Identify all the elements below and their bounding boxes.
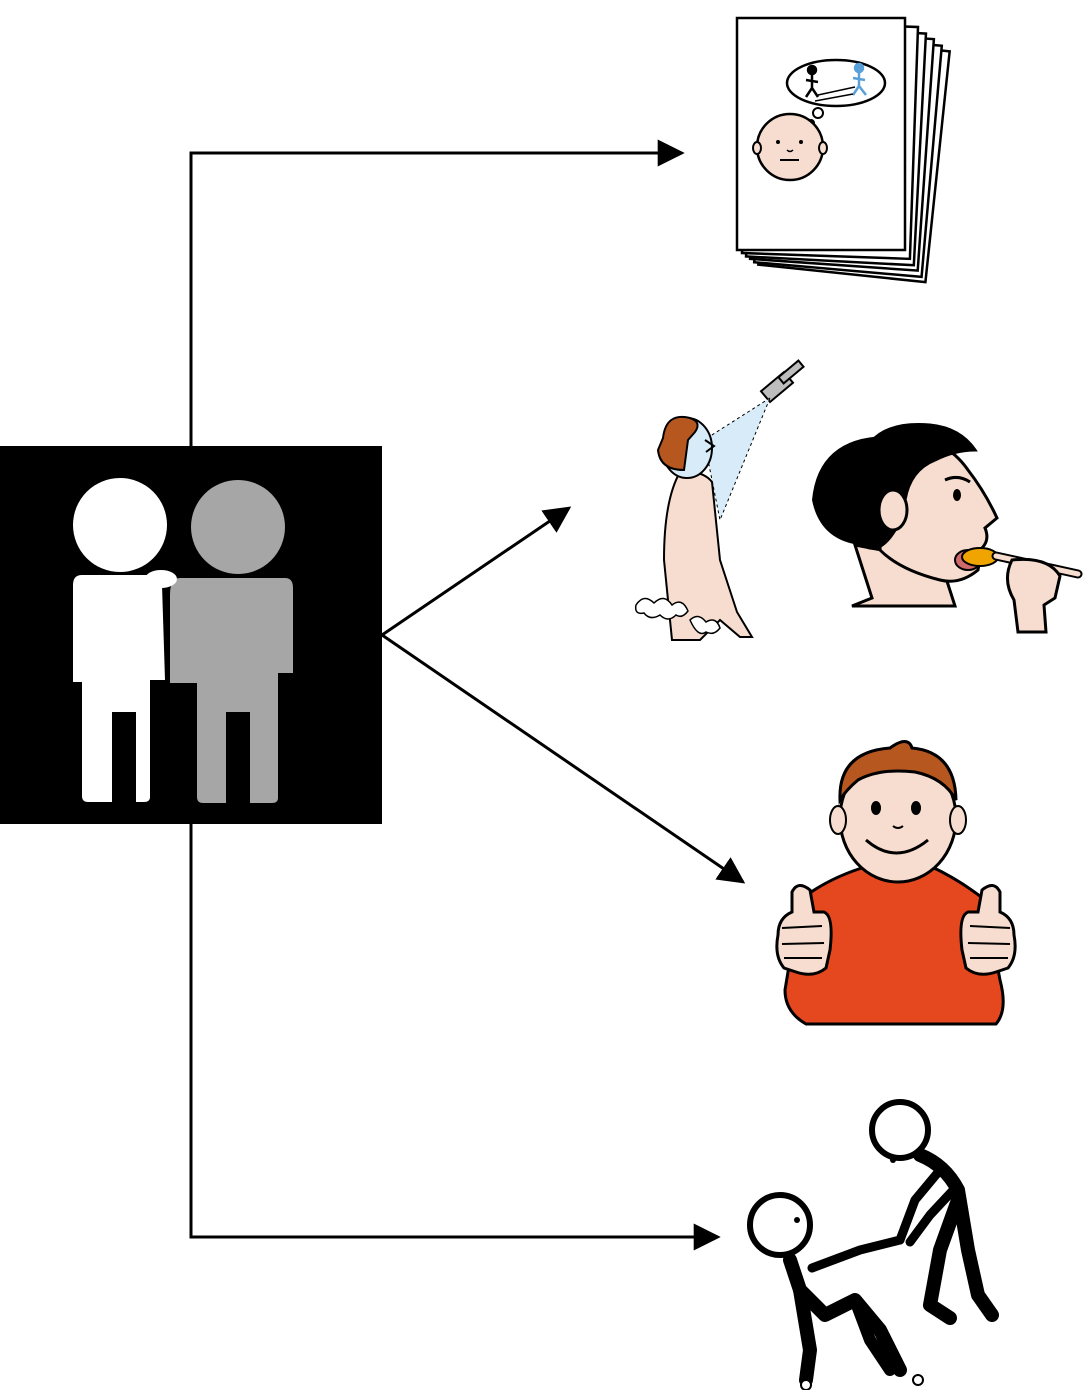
arrow-to-social-story	[189, 139, 685, 446]
friends-support-icon	[0, 446, 382, 824]
shower-icon	[634, 359, 805, 641]
connector-arrows	[189, 139, 746, 1251]
arrow-to-thumbs-up	[381, 633, 746, 884]
arrow-to-daily-routine	[381, 506, 572, 637]
helping-hand-icon	[747, 1099, 999, 1390]
daily-routine-icon	[634, 359, 1083, 641]
social-story-pages-icon	[735, 16, 952, 284]
thumbs-up-boy-icon	[775, 740, 1017, 1026]
eating-icon	[812, 423, 1083, 634]
arrow-to-helping-hand	[189, 824, 721, 1251]
